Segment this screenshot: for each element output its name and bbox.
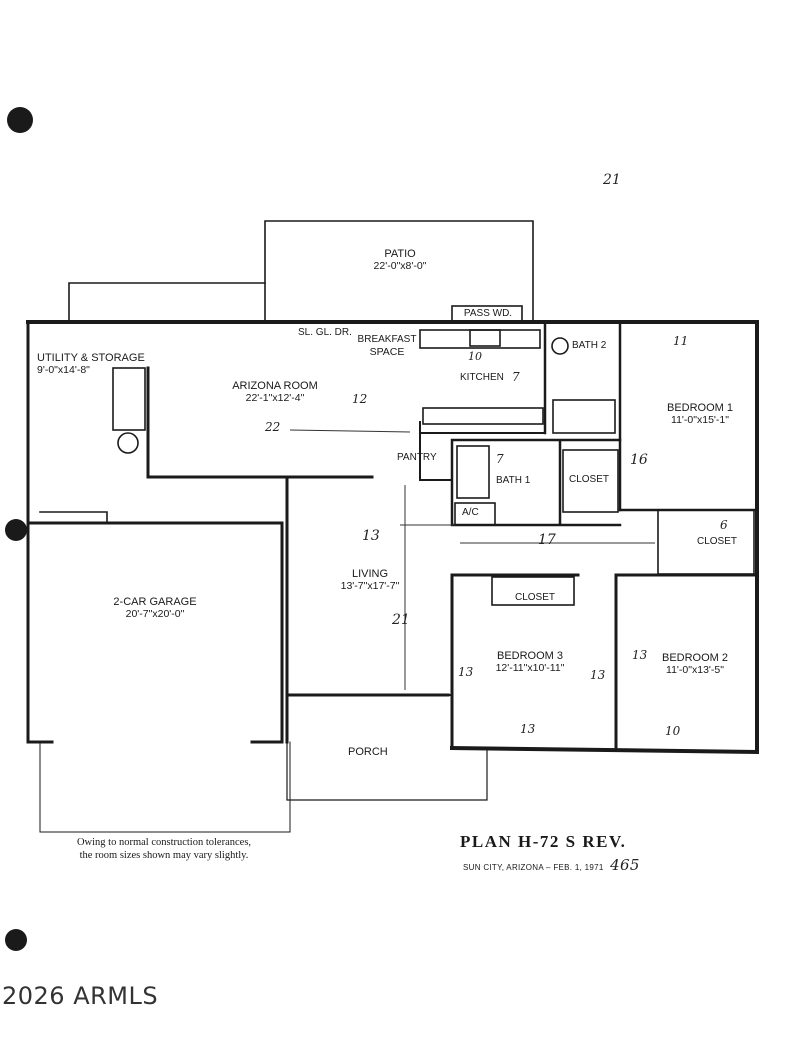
living-name: LIVING bbox=[351, 568, 389, 580]
arizona-size: 22'-1"x12'-4" bbox=[245, 392, 305, 404]
arizona-label: ARIZONA ROOM 22'-1"x12'-4" bbox=[215, 380, 335, 404]
hand-bath1: 7 bbox=[496, 452, 504, 466]
hand-bedroom1-len: 16 bbox=[630, 452, 648, 468]
house-outer-wall bbox=[26, 320, 759, 755]
living-size: 13'-7"x17'-7" bbox=[340, 580, 400, 592]
binder-hole-top bbox=[7, 107, 33, 133]
patio-size: 22'-0"x8'-0" bbox=[373, 260, 427, 272]
bath2-sink bbox=[551, 337, 569, 355]
tolerance-note-line2: the room sizes shown may vary slightly. bbox=[79, 850, 249, 861]
closet-a-box bbox=[562, 449, 619, 513]
garage-apron bbox=[39, 741, 291, 833]
sliding-door-label: SL. GL. DR. bbox=[298, 327, 352, 338]
kitchen-label: KITCHEN bbox=[460, 372, 504, 383]
pantry-label: PANTRY bbox=[397, 452, 437, 463]
hand-top: 21 bbox=[603, 172, 621, 188]
plan-subtitle: SUN CITY, ARIZONA – FEB. 1, 1971 465 bbox=[463, 856, 640, 874]
kitchen-sink bbox=[469, 329, 501, 347]
bath2-tub bbox=[552, 399, 616, 434]
arizona-name: ARIZONA ROOM bbox=[232, 380, 318, 392]
plan-subtitle-text: SUN CITY, ARIZONA – FEB. 1, 1971 bbox=[463, 863, 604, 872]
porch-label: PORCH bbox=[348, 746, 388, 758]
garage-size: 20'-7"x20'-0" bbox=[125, 608, 185, 620]
garage-name: 2-CAR GARAGE bbox=[113, 596, 197, 608]
bedroom2-size: 11'-0"x13'-5" bbox=[666, 664, 724, 676]
arizona-room-wall bbox=[146, 366, 374, 479]
patio-outline bbox=[264, 220, 534, 323]
bath2-walls bbox=[543, 320, 622, 512]
washer-dryer bbox=[112, 367, 146, 431]
garage-wall bbox=[26, 521, 284, 744]
bath1-walls bbox=[450, 438, 622, 527]
pass-window-label: PASS WD. bbox=[463, 308, 513, 319]
hand-kitchen-w: 7 bbox=[512, 370, 520, 384]
utility-roof-line bbox=[68, 282, 266, 323]
binder-hole-middle bbox=[5, 519, 27, 541]
hand-breakfast: 10 bbox=[468, 350, 482, 363]
closet-c-box bbox=[491, 576, 575, 606]
breakfast-line2: SPACE bbox=[369, 346, 405, 358]
breakfast-line1: BREAKFAST bbox=[357, 334, 417, 345]
bedroom3-label: BEDROOM 3 12'-11"x10'-11" bbox=[470, 650, 590, 674]
plan-handwritten-number: 465 bbox=[610, 856, 640, 874]
hand-bedroom3-side: 13 bbox=[458, 665, 474, 679]
utility-name: UTILITY & STORAGE bbox=[37, 352, 145, 364]
closet-c-label: CLOSET bbox=[515, 592, 556, 603]
bedroom1-size: 11'-0"x15'-1" bbox=[671, 414, 729, 426]
ac-label: A/C bbox=[462, 507, 479, 518]
hand-closet-b: 6 bbox=[720, 518, 728, 532]
bedroom2-name: BEDROOM 2 bbox=[661, 652, 728, 664]
bedroom2-label: BEDROOM 2 11'-0"x13'-5" bbox=[640, 652, 750, 676]
hand-arizona-w: 12 bbox=[352, 392, 368, 406]
porch-outline bbox=[286, 741, 488, 801]
garage-label: 2-CAR GARAGE 20'-7"x20'-0" bbox=[100, 596, 210, 620]
hand-hall: 17 bbox=[538, 532, 556, 548]
patio-label: PATIO 22'-0"x8'-0" bbox=[340, 248, 460, 272]
ac-box bbox=[454, 502, 496, 526]
bath1-tub bbox=[456, 445, 490, 499]
living-label: LIVING 13'-7"x17'-7" bbox=[325, 568, 415, 592]
hand-living-w: 13 bbox=[362, 528, 380, 544]
hand-bedroom3-len: 13 bbox=[520, 722, 536, 736]
patio-name: PATIO bbox=[384, 248, 416, 260]
tolerance-note: Owing to normal construction tolerances,… bbox=[40, 836, 288, 862]
plan-title: PLAN H-72 S REV. bbox=[460, 832, 627, 851]
hand-living-len: 21 bbox=[392, 612, 410, 628]
bedroom-divider bbox=[614, 573, 759, 750]
hand-bedroom3-w: 13 bbox=[590, 668, 606, 682]
hand-bedroom2-len: 10 bbox=[665, 724, 681, 738]
utility-size: 9'-0"x14'-8" bbox=[37, 364, 90, 376]
hand-arizona-len: 22 bbox=[265, 420, 281, 434]
garage-partition bbox=[39, 511, 108, 524]
utility-label: UTILITY & STORAGE 9'-0"x14'-8" bbox=[37, 352, 145, 376]
binder-hole-bottom bbox=[5, 929, 27, 951]
water-heater bbox=[117, 432, 139, 454]
bath2-label: BATH 2 bbox=[572, 340, 607, 351]
bedroom3-walls bbox=[450, 573, 580, 750]
hand-bedroom2-w: 13 bbox=[632, 648, 648, 662]
bedroom1-name: BEDROOM 1 bbox=[666, 402, 733, 414]
kitchen-counter-lower bbox=[422, 407, 544, 425]
watermark: 2026 ARMLS bbox=[2, 982, 159, 1010]
pass-window bbox=[451, 305, 523, 323]
breakfast-label: BREAKFAST SPACE bbox=[355, 334, 419, 358]
closet-b-label: CLOSET bbox=[697, 536, 738, 547]
closet-a-label: CLOSET bbox=[569, 474, 610, 485]
arizona-room-right-wall bbox=[419, 421, 546, 481]
bedroom3-size: 12'-11"x10'-11" bbox=[495, 662, 565, 674]
arizona-dimension-arrow bbox=[289, 429, 411, 433]
hand-bedroom1-top: 11 bbox=[673, 334, 689, 348]
bedroom3-name: BEDROOM 3 bbox=[496, 650, 563, 662]
bath1-label: BATH 1 bbox=[496, 475, 531, 486]
tolerance-note-line1: Owing to normal construction tolerances, bbox=[76, 837, 252, 848]
bedroom1-label: BEDROOM 1 11'-0"x15'-1" bbox=[655, 402, 745, 426]
